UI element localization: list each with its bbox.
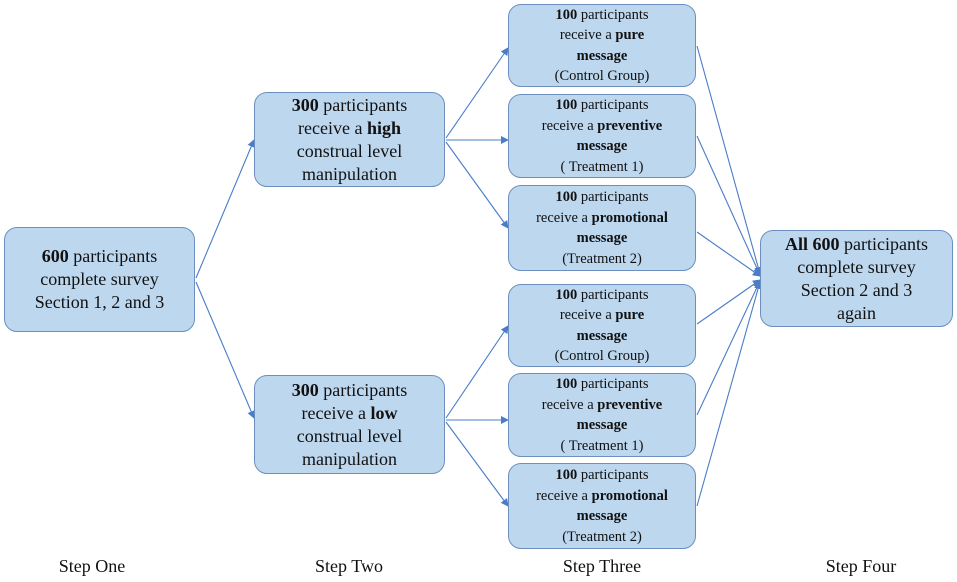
arrow-low-to-pure bbox=[445, 325, 509, 419]
arrow-high-to-pure bbox=[445, 47, 509, 139]
arrow-step1-to-high bbox=[195, 139, 255, 279]
arrow-high-to-promotional bbox=[445, 141, 509, 229]
lower-preventive-message-box: 100 participants receive a preventive me… bbox=[508, 373, 696, 457]
arrow-upper-preventive-to-final bbox=[696, 135, 761, 276]
step-two-label: Step Two bbox=[315, 556, 383, 576]
step-three-label: Step Three bbox=[562, 556, 642, 576]
participant-count: 600 bbox=[41, 246, 69, 266]
arrow-low-to-promotional bbox=[445, 421, 509, 507]
lower-pure-message-box: 100 participants receive a pure message … bbox=[508, 284, 696, 367]
arrow-upper-promotional-to-final bbox=[696, 231, 761, 277]
arrow-lower-pure-to-final bbox=[696, 279, 761, 325]
arrow-lower-preventive-to-final bbox=[696, 280, 761, 416]
high-construal-box: 300 participants receive a high construa… bbox=[254, 92, 445, 187]
arrow-step1-to-low bbox=[195, 281, 255, 419]
low-construal-box: 300 participants receive a low construal… bbox=[254, 375, 445, 474]
step-one-label: Step One bbox=[58, 556, 126, 576]
step-one-box: 600 participants complete survey Section… bbox=[4, 227, 195, 332]
upper-pure-message-box: 100 participants receive a pure message … bbox=[508, 4, 696, 87]
arrow-lower-promotional-to-final bbox=[696, 281, 762, 507]
final-survey-box: All 600 participants complete survey Sec… bbox=[760, 230, 953, 327]
step-four-label: Step Four bbox=[825, 556, 897, 576]
upper-promotional-message-box: 100 participants receive a promotional m… bbox=[508, 185, 696, 271]
arrow-upper-pure-to-final bbox=[696, 45, 762, 275]
lower-promotional-message-box: 100 participants receive a promotional m… bbox=[508, 463, 696, 549]
upper-preventive-message-box: 100 participants receive a preventive me… bbox=[508, 94, 696, 178]
